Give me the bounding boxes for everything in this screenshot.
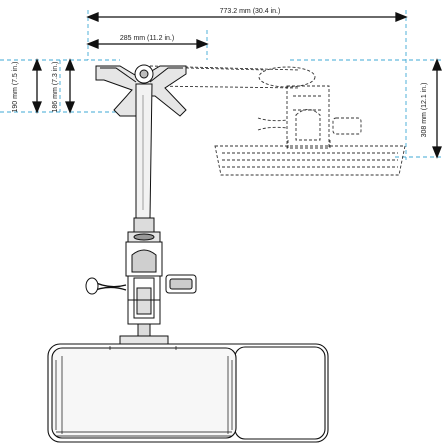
extended-position-ghost — [149, 65, 406, 176]
left-outer-height-label: 190 mm (7.5 in.) — [12, 62, 19, 113]
right-height-label: 308 mm (12.1 in.) — [421, 83, 428, 138]
arm-width-label: 285 mm (11.2 in.) — [120, 35, 174, 42]
left-inner-height-label: 186 mm (7.3 in.) — [52, 62, 59, 113]
dimension-arrows — [32, 12, 442, 159]
ghost-connector-lines — [185, 67, 266, 71]
keyboard-tray — [47, 343, 329, 443]
overall-width-label: 773.2 mm (30.4 in.) — [220, 8, 281, 15]
mount-arm — [85, 64, 197, 345]
dimension-guides — [0, 10, 442, 160]
